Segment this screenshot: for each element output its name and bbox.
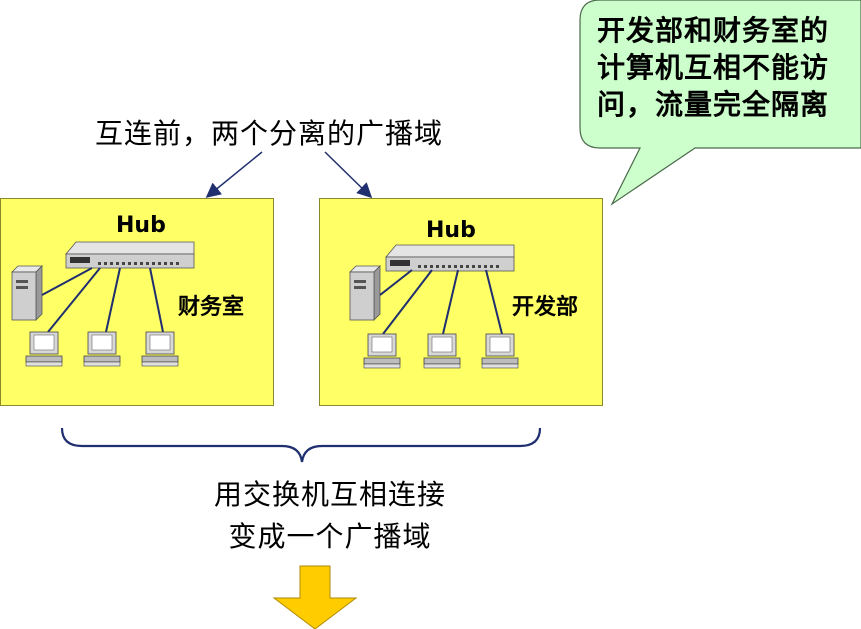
finance-server-icon <box>11 265 43 321</box>
dev-pc-icon <box>481 333 519 369</box>
callout-line: 开发部和财务室的 <box>597 14 830 47</box>
top-caption: 互连前，两个分离的广播域 <box>95 117 444 150</box>
callout-line: 问，流量完全隔离 <box>597 88 830 121</box>
finance-hub-icon <box>65 241 195 269</box>
dev-pc-icon <box>363 333 401 369</box>
callout-text: 开发部和财务室的 计算机互相不能访 问，流量完全隔离 <box>597 12 859 123</box>
finance-room-label: 财务室 <box>178 295 245 320</box>
finance-pc-icon <box>141 331 179 367</box>
finance-panel <box>0 198 274 406</box>
finance-hub-label: Hub <box>116 213 166 238</box>
bottom-text: 用交换机互相连接 变成一个广播域 <box>0 474 660 558</box>
finance-pc-icon <box>25 331 63 367</box>
dev-room-label: 开发部 <box>512 295 579 320</box>
callout-line: 计算机互相不能访 <box>597 51 830 84</box>
arrow-to-right-panel <box>324 151 373 199</box>
dev-hub-label: Hub <box>426 218 476 243</box>
dev-pc-icon <box>423 333 461 369</box>
finance-pc-icon <box>83 331 121 367</box>
bottom-line-1: 用交换机互相连接 <box>213 478 446 511</box>
dev-server-icon <box>349 265 381 321</box>
bottom-line-2: 变成一个广播域 <box>228 520 432 553</box>
arrow-to-left-panel <box>205 151 263 198</box>
dev-hub-icon <box>385 244 515 272</box>
down-arrow-icon <box>272 565 358 629</box>
curly-brace <box>60 427 542 463</box>
